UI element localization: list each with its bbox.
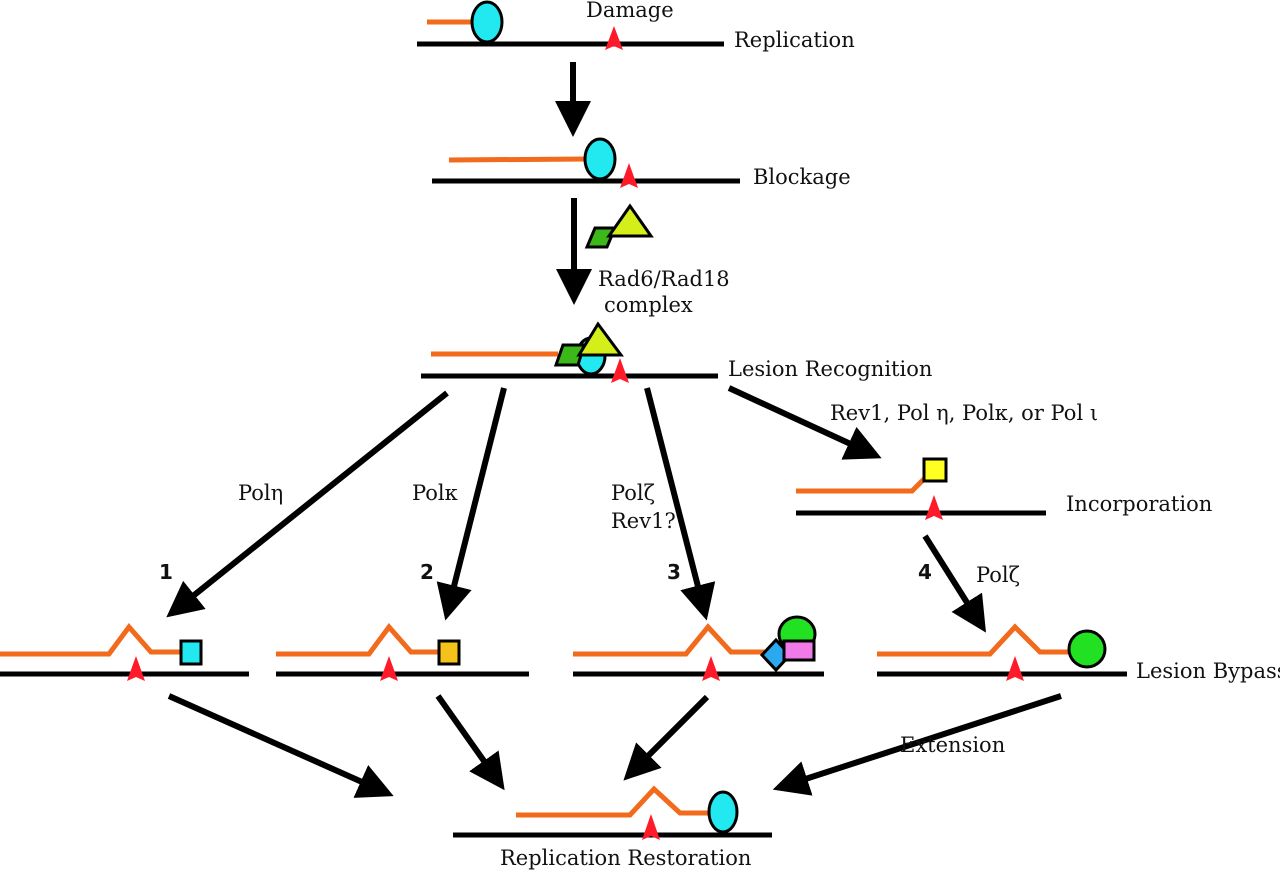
arrow-pathway-3 xyxy=(644,387,716,621)
arrow-restore-3 xyxy=(623,694,710,781)
pol-eta-icon xyxy=(179,639,203,666)
replication-stage: Damage Replication xyxy=(417,0,855,52)
bypass-pathway-3 xyxy=(573,615,824,681)
pathway-4-label: Polζ xyxy=(976,563,1020,587)
pathway-3-number: 3 xyxy=(667,560,681,584)
pathway-4-number: 4 xyxy=(918,560,932,584)
rad18-icon xyxy=(576,321,624,357)
lesion-icon xyxy=(1006,656,1024,681)
arrow-pathway-1 xyxy=(166,390,449,618)
lesion-icon xyxy=(611,358,629,383)
arrow-restore-2 xyxy=(435,694,505,791)
pol-zeta-subunit-icon xyxy=(782,639,816,662)
pathway-1-label: Polη xyxy=(238,481,283,505)
lesion-bypass-label: Lesion Bypass xyxy=(1136,659,1280,683)
arrow-pathway-2 xyxy=(436,387,507,621)
pol-zeta-icon xyxy=(1067,629,1107,669)
blockage-stage: Blockage xyxy=(432,137,851,189)
nascent-strand xyxy=(877,623,1070,657)
rad6-icon xyxy=(584,226,618,249)
rad-complex-step: Rad6/Rad18 complex xyxy=(556,198,730,317)
replicative-polymerase-icon xyxy=(707,790,739,834)
damage-label: Damage xyxy=(586,0,674,22)
nascent-strand xyxy=(796,476,927,494)
pathway-1-number: 1 xyxy=(159,560,173,584)
lesion-icon xyxy=(925,495,943,520)
pol-kappa-icon xyxy=(437,639,461,666)
bypass-pathway-1 xyxy=(0,623,249,681)
replicative-polymerase-icon xyxy=(583,137,617,181)
nascent-strand xyxy=(0,623,180,657)
nascent-strand xyxy=(448,156,587,163)
replication-label: Replication xyxy=(734,28,855,52)
incorporation-stage: Incorporation xyxy=(796,457,1212,520)
arrow-to-incorporation xyxy=(727,385,882,460)
incorporation-label: Incorporation xyxy=(1066,492,1212,516)
pathway-3-label-line2: Rev1? xyxy=(611,509,676,533)
rad-complex-label-line2: complex xyxy=(604,293,693,317)
arrow-restore-4 xyxy=(772,693,1062,796)
rad-complex-label-line1: Rad6/Rad18 xyxy=(598,267,730,291)
pathway-2-number: 2 xyxy=(420,560,434,584)
incorporation-polymerases-label: Rev1, Pol η, Polκ, or Pol ι xyxy=(830,401,1098,425)
nascent-strand xyxy=(573,623,770,657)
lesion-icon xyxy=(605,26,623,50)
replication-restoration-label: Replication Restoration xyxy=(500,846,751,870)
replication-restoration-stage: Replication Restoration xyxy=(453,785,772,870)
nascent-strand xyxy=(516,785,710,818)
arrow-restore-1 xyxy=(167,693,394,798)
bypass-pathway-4: Lesion Bypass xyxy=(877,623,1280,683)
lesion-icon xyxy=(642,814,660,840)
arrow-pathway-4 xyxy=(922,534,987,633)
extension-label: Extension xyxy=(900,733,1005,757)
rad18-icon xyxy=(606,203,654,238)
replicative-polymerase-icon xyxy=(470,0,504,44)
incorporation-polymerase-icon xyxy=(922,457,948,483)
blockage-label: Blockage xyxy=(753,165,851,189)
lesion-icon xyxy=(380,656,398,681)
lesion-icon xyxy=(127,656,145,681)
rad6-icon xyxy=(553,343,587,367)
lesion-icon xyxy=(620,163,638,188)
nascent-strand xyxy=(276,623,443,657)
lesion-icon xyxy=(702,656,720,681)
lesion-recognition-label: Lesion Recognition xyxy=(728,357,932,381)
pathway-2-label: Polκ xyxy=(412,481,458,505)
pathway-3-label-line1: Polζ xyxy=(611,481,655,505)
lesion-recognition-stage: Lesion Recognition xyxy=(421,321,932,383)
bypass-pathway-2 xyxy=(276,623,529,681)
